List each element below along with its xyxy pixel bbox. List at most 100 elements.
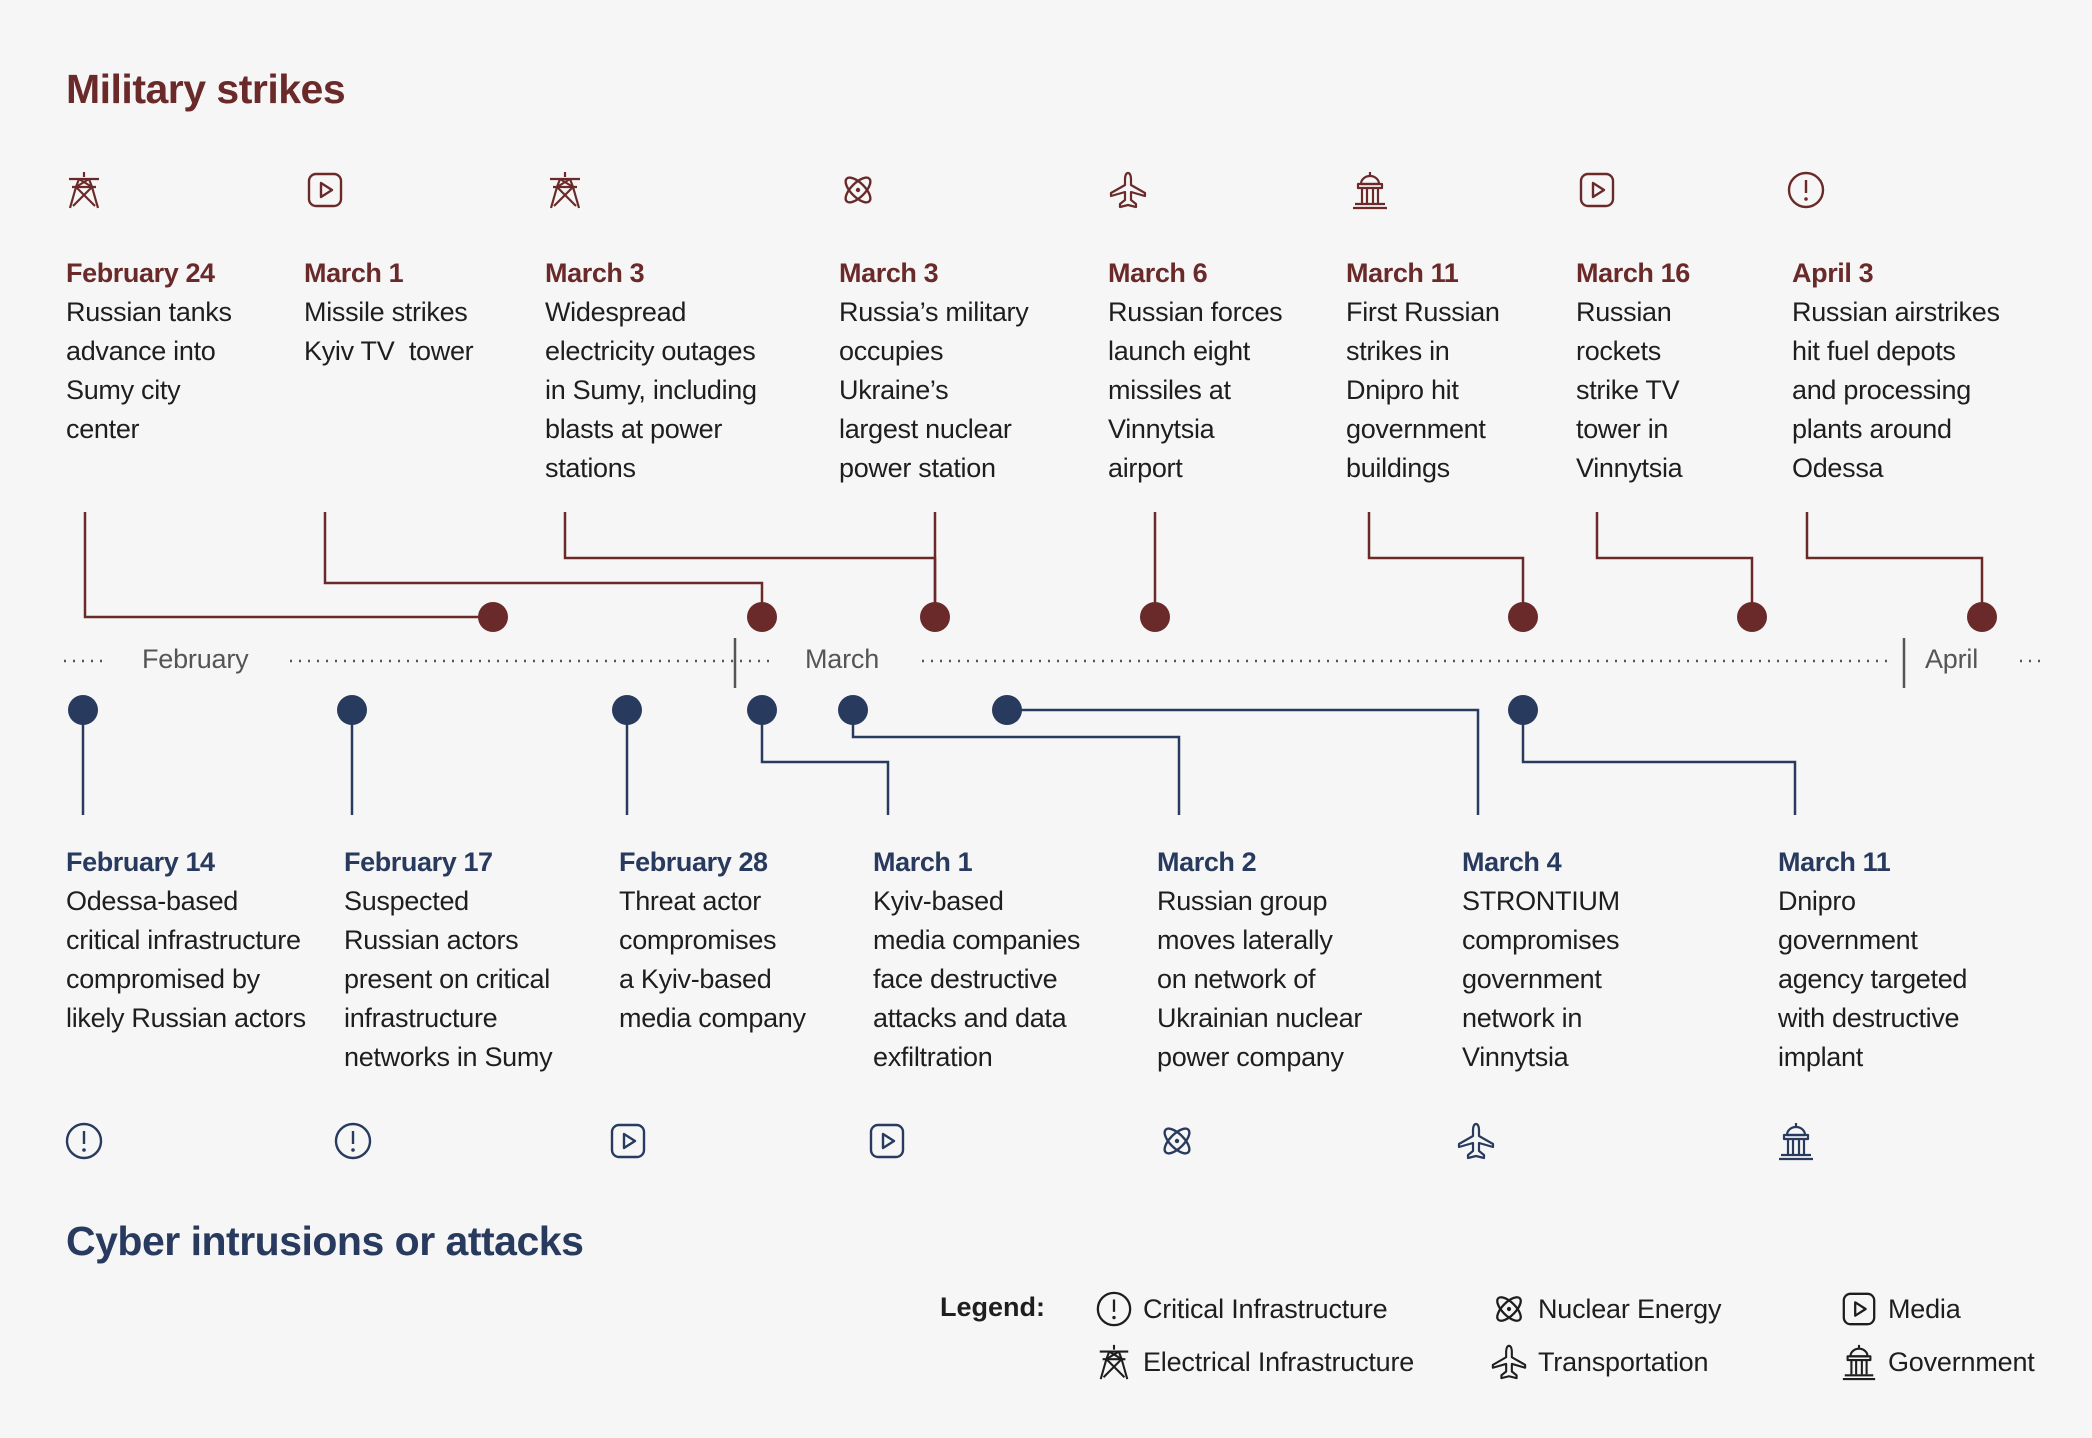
event-line: a Kyiv-based: [619, 964, 772, 994]
event-line: Vinnytsia: [1108, 414, 1215, 444]
critical-infrastructure-icon: [64, 1121, 104, 1161]
event-line: Russian forces: [1108, 297, 1283, 327]
legend-label: Media: [1888, 1293, 1961, 1324]
event-line: exfiltration: [873, 1042, 993, 1072]
marker-mar1-cyber: [747, 695, 777, 725]
military-event-feb24: February 24 Russian tanks advance into S…: [66, 254, 306, 449]
marker-feb28: [612, 695, 642, 725]
military-event-mar11: March 11 First Russian strikes in Dnipro…: [1346, 254, 1566, 488]
event-date: February 28: [619, 847, 768, 877]
legend-item-nuclear-energy: Nuclear Energy: [1490, 1290, 1721, 1328]
event-line: face destructive: [873, 964, 1058, 994]
cyber-event-mar1: March 1 Kyiv-based media companies face …: [873, 843, 1133, 1077]
media-icon: [1577, 170, 1617, 210]
government-icon: [1350, 170, 1390, 210]
event-date: March 16: [1576, 258, 1690, 288]
event-line: power company: [1157, 1042, 1344, 1072]
event-line: on network of: [1157, 964, 1316, 994]
event-line: Odessa-based: [66, 886, 239, 916]
cyber-attacks-title: Cyber intrusions or attacks: [66, 1218, 584, 1264]
media-icon: [867, 1121, 907, 1161]
event-line: implant: [1778, 1042, 1863, 1072]
event-line: networks in Sumy: [344, 1042, 553, 1072]
event-line: hit fuel depots: [1792, 336, 1956, 366]
legend-item-government: Government: [1840, 1343, 2035, 1381]
event-line: Kyiv-based: [873, 886, 1004, 916]
event-line: Widespread: [545, 297, 687, 327]
event-date: March 4: [1462, 847, 1562, 877]
event-line: center: [66, 414, 140, 444]
cyber-event-feb28: February 28 Threat actor compromises a K…: [619, 843, 869, 1038]
cyber-event-mar11: March 11 Dnipro government agency target…: [1778, 843, 2038, 1077]
event-date: March 3: [545, 258, 645, 288]
media-icon: [608, 1121, 648, 1161]
event-line: in Sumy, including: [545, 375, 757, 405]
event-line: Ukraine’s: [839, 375, 949, 405]
marker-feb17: [337, 695, 367, 725]
event-date: February 14: [66, 847, 215, 877]
event-line: critical infrastructure: [66, 925, 301, 955]
event-date: March 11: [1778, 847, 1891, 877]
event-line: largest nuclear: [839, 414, 1012, 444]
event-line: Russia’s military: [839, 297, 1029, 327]
month-label-april: April: [1925, 644, 1979, 674]
event-date: February 17: [344, 847, 493, 877]
event-line: Dnipro hit: [1346, 375, 1459, 405]
critical-infrastructure-icon: [1095, 1290, 1133, 1328]
event-line: compromises: [1462, 925, 1620, 955]
military-event-mar3-electric: March 3 Widespread electricity outages i…: [545, 254, 785, 488]
event-line: strikes in: [1346, 336, 1450, 366]
event-line: network in: [1462, 1003, 1583, 1033]
military-connectors: [83, 512, 1984, 619]
military-markers: [478, 602, 1997, 632]
legend-label: Government: [1888, 1346, 2035, 1377]
event-line: Vinnytsia: [1576, 453, 1683, 483]
event-line: Russian airstrikes: [1792, 297, 2000, 327]
military-event-mar3-nuclear: March 3 Russia’s military occupies Ukrai…: [839, 254, 1079, 488]
event-line: with destructive: [1778, 1003, 1960, 1033]
event-line: Vinnytsia: [1462, 1042, 1569, 1072]
event-line: Sumy city: [66, 375, 181, 405]
legend-item-critical-infrastructure: Critical Infrastructure: [1095, 1290, 1388, 1328]
marker-mar4: [1508, 695, 1538, 725]
event-line: present on critical: [344, 964, 550, 994]
event-line: advance into: [66, 336, 216, 366]
event-line: Dnipro: [1778, 886, 1856, 916]
cyber-connectors: [81, 708, 1797, 815]
military-event-apr3: April 3 Russian airstrikes hit fuel depo…: [1792, 254, 2052, 488]
marker-mar3: [920, 602, 950, 632]
event-line: government: [1346, 414, 1486, 444]
nuclear-icon: [1490, 1290, 1528, 1328]
event-line: buildings: [1346, 453, 1450, 483]
event-line: airport: [1108, 453, 1183, 483]
cyber-event-feb14: February 14 Odessa-based critical infras…: [66, 843, 336, 1038]
critical-infrastructure-icon: [1786, 170, 1826, 210]
event-line: and processing: [1792, 375, 1971, 405]
event-line: missiles at: [1108, 375, 1231, 405]
cyber-markers: [68, 695, 1538, 725]
event-line: media companies: [873, 925, 1081, 955]
cyber-event-feb17: February 17 Suspected Russian actors pre…: [344, 843, 604, 1077]
legend-item-media: Media: [1840, 1290, 1961, 1328]
electrical-icon: [64, 170, 104, 210]
marker-apr3: [1967, 602, 1997, 632]
event-line: government: [1462, 964, 1602, 994]
event-line: occupies: [839, 336, 944, 366]
government-icon: [1776, 1121, 1816, 1161]
legend-label: Electrical Infrastructure: [1143, 1346, 1415, 1377]
month-dividers: [733, 638, 1906, 688]
event-date: February 24: [66, 258, 215, 288]
event-line: attacks and data: [873, 1003, 1067, 1033]
transportation-icon: [1490, 1343, 1528, 1381]
event-line: Ukrainian nuclear: [1157, 1003, 1363, 1033]
event-date: March 1: [304, 258, 404, 288]
event-line: compromises: [619, 925, 777, 955]
nuclear-icon: [1157, 1121, 1197, 1161]
government-icon: [1840, 1343, 1878, 1381]
event-line: Russian group: [1157, 886, 1328, 916]
military-event-mar16: March 16 Russian rockets strike TV tower…: [1576, 254, 1776, 488]
event-date: March 6: [1108, 258, 1208, 288]
event-line: Russian tanks: [66, 297, 232, 327]
electrical-icon: [1095, 1343, 1133, 1381]
marker-mar3-cyber: [992, 695, 1022, 725]
